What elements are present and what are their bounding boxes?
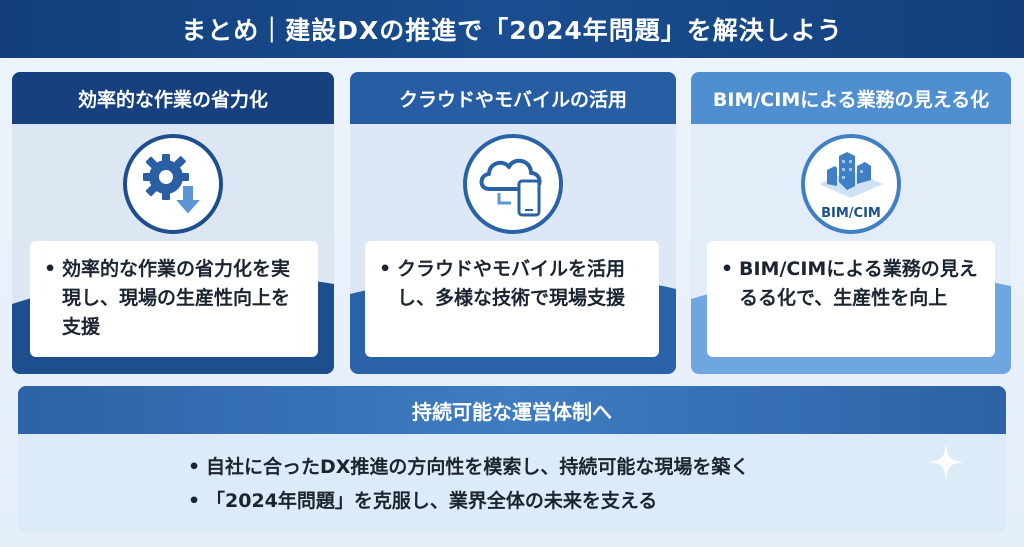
card-description-text: BIM/CIMによる業務の見えるる化で、生産性を向上: [739, 258, 978, 309]
card-heading: クラウドやモバイルの活用: [350, 72, 676, 124]
bullet-marker: •: [44, 258, 57, 280]
list-item-text: 「2024年問題」を克服し、業界全体の未来を支える: [206, 490, 658, 512]
sustainable-operation-panel: 持続可能な運営体制へ • 自社に合ったDX推進の方向性を模索し、持続可能な現場を…: [18, 386, 1006, 533]
sparkle-icon: [928, 444, 964, 480]
bim-cim-icon-label: BIM/CIM: [821, 206, 881, 221]
card-heading: 効率的な作業の省力化: [12, 72, 334, 124]
list-item: • 自社に合ったDX推進の方向性を模索し、持続可能な現場を築く: [188, 450, 888, 484]
panel-heading: 持続可能な運営体制へ: [18, 386, 1006, 434]
list-item: • 「2024年問題」を克服し、業界全体の未来を支える: [188, 484, 888, 518]
bim-city-icon: BIM/CIM: [801, 134, 901, 234]
bullet-marker: •: [188, 490, 201, 512]
panel-bullet-list: • 自社に合ったDX推進の方向性を模索し、持続可能な現場を築く • 「2024年…: [188, 450, 888, 518]
page-title: まとめ｜建設DXの推進で「2024年問題」を解決しよう: [181, 16, 843, 45]
header-bar: まとめ｜建設DXの推進で「2024年問題」を解決しよう: [0, 0, 1024, 58]
card-labor-saving: 効率的な作業の省力化 • 効率的な作業の省力化を実現し、現場の生産性向上を支援: [12, 72, 334, 374]
card-description: • クラウドやモバイルを活用し、多様な技術で現場支援: [365, 241, 659, 357]
card-description: • BIM/CIMによる業務の見えるる化で、生産性を向上: [707, 241, 995, 357]
list-item-text: 自社に合ったDX推進の方向性を模索し、持続可能な現場を築く: [206, 456, 750, 478]
gear-down-arrow-icon: [123, 134, 223, 234]
card-cloud-mobile: クラウドやモバイルの活用 • クラウドやモバイルを活用し、多様な技術で現場支援: [350, 72, 676, 374]
card-description-text: クラウドやモバイルを活用し、多様な技術で現場支援: [397, 258, 626, 309]
card-bim-cim: BIM/CIMによる業務の見える化 BIM/CIM • BIM/CIMによる業務…: [691, 72, 1011, 374]
cloud-smartphone-icon: [463, 134, 563, 234]
bullet-marker: •: [188, 456, 201, 478]
bullet-marker: •: [379, 258, 392, 280]
card-description: • 効率的な作業の省力化を実現し、現場の生産性向上を支援: [30, 241, 318, 357]
card-heading: BIM/CIMによる業務の見える化: [691, 72, 1011, 124]
bullet-marker: •: [721, 258, 734, 280]
card-description-text: 効率的な作業の省力化を実現し、現場の生産性向上を支援: [62, 258, 291, 338]
